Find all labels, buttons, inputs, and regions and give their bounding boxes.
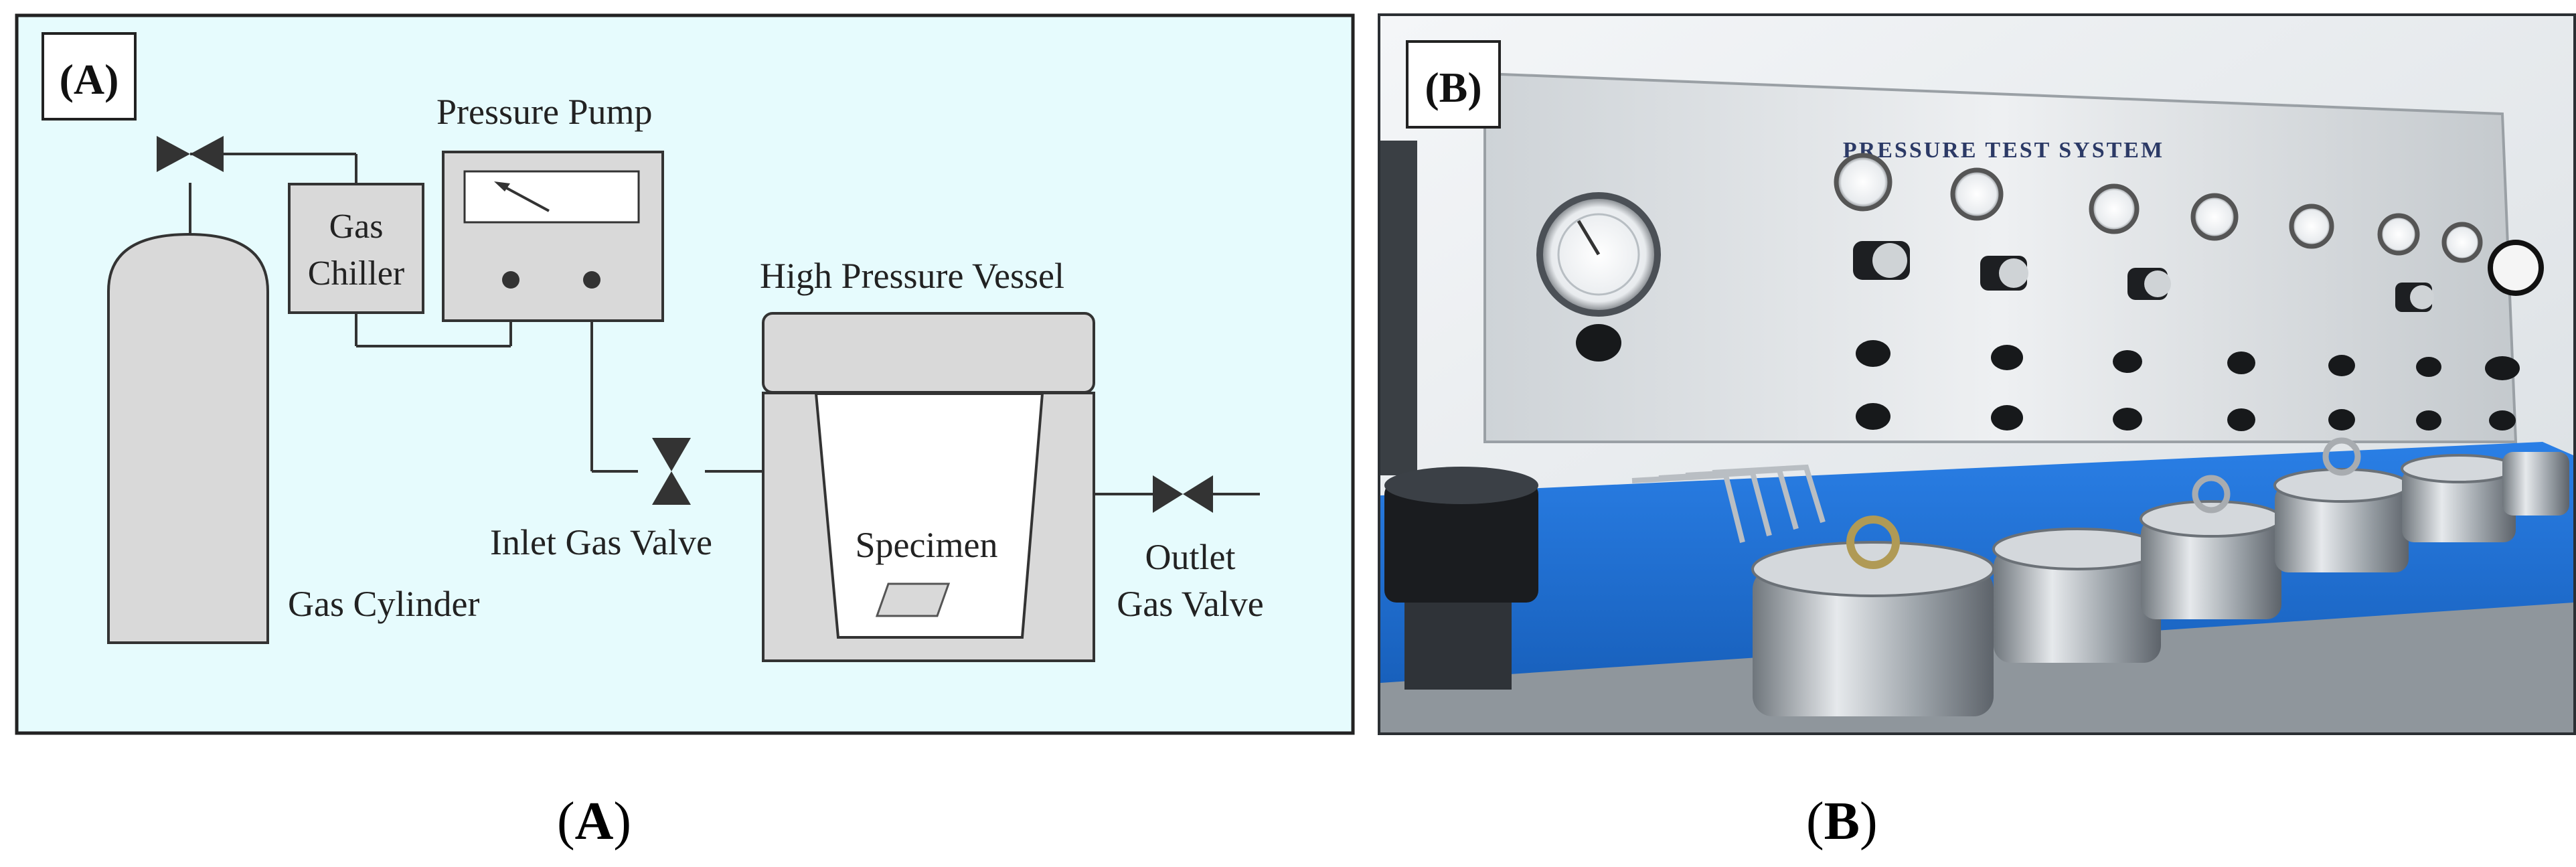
panel-a-tag-box [42, 32, 137, 121]
panel-title-text: PRESSURE TEST SYSTEM [1843, 138, 2164, 163]
photo-panel: PRESSURE TEST SYSTEM [1378, 13, 2576, 735]
pump-port-left [502, 271, 519, 289]
pressure-vessels [1751, 437, 2569, 716]
inlet-gas-valve-label: Inlet Gas Valve [490, 522, 712, 562]
pump-port-right [583, 271, 600, 289]
specimen [875, 582, 951, 617]
side-cabinet [1380, 141, 1417, 475]
vessel-chamber [814, 392, 1044, 639]
outlet-valve-icon [1153, 475, 1213, 513]
caption-b: (B) [1806, 792, 1878, 851]
panel-a-tag: (A) [60, 56, 119, 103]
gas-chiller [288, 183, 424, 314]
regulator-knobs [1853, 241, 2434, 312]
pressure-gauge-display [463, 170, 640, 224]
high-pressure-vessel-label: High Pressure Vessel [760, 256, 1064, 296]
manifold-pipes [1631, 464, 1826, 543]
caption-a: (A) [557, 792, 632, 851]
outlet-gas-valve-label-line1: Outlet [1145, 537, 1236, 577]
cylinder-valve-icon [157, 136, 224, 172]
panel-b-tag: (B) [1425, 64, 1481, 111]
gas-chiller-label-line1: Gas [329, 208, 384, 246]
valve-knobs [1576, 324, 2520, 431]
panel-b-tag-box [1406, 40, 1501, 129]
gas-cylinder-label: Gas Cylinder [288, 584, 479, 624]
outlet-gas-valve-label-line2: Gas Valve [1117, 584, 1263, 624]
pressure-pump-label: Pressure Pump [436, 92, 653, 132]
schematic-panel: (A) Gas Cylinder Gas Chiller Pressure Pu… [15, 13, 1355, 735]
inlet-valve-icon [652, 438, 691, 505]
vessel-lid [762, 312, 1095, 394]
specimen-label: Specimen [856, 525, 998, 565]
solenoid-actuator [1384, 467, 1538, 690]
gas-chiller-label-line2: Chiller [308, 254, 404, 293]
small-gauge-row [1834, 153, 2544, 296]
gas-cylinder [107, 232, 269, 644]
